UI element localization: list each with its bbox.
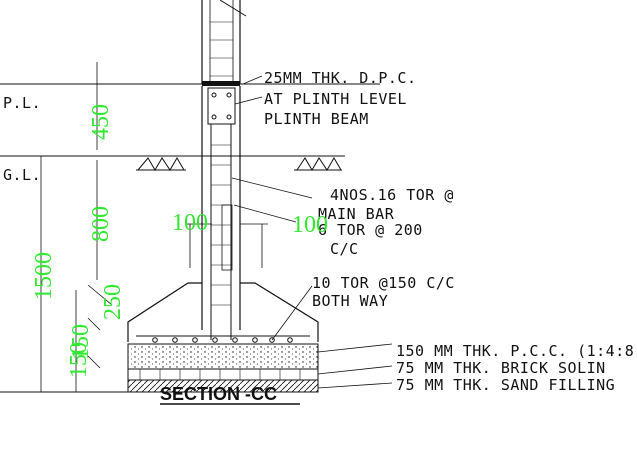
sand-filling-layer: [127, 379, 319, 393]
dim-base-layers: 150: [66, 342, 92, 378]
ground-hatch-left: [136, 157, 186, 171]
brick-soling-label: 75 MM THK. BRICK SOLIN: [396, 359, 606, 377]
dim-depth-upper: 800: [88, 206, 114, 242]
dpc-label-2: AT PLINTH LEVEL: [264, 90, 407, 108]
dim-offset-left: 100: [172, 210, 208, 236]
main-bar-label-2: MAIN BAR: [318, 205, 395, 223]
dim-footing-base: 150: [68, 324, 94, 360]
sand-filling-label: 75 MM THK. SAND FILLING: [396, 376, 615, 394]
leader-lines: [231, 75, 393, 389]
dim-footing-slope: 250: [100, 284, 126, 320]
footing-bar-label: 10 TOR @150 C/C: [312, 274, 455, 292]
plinth-level-label: P.L.: [3, 94, 41, 112]
dpc-layer: [202, 81, 240, 86]
dim-offset-right: 100: [292, 212, 328, 238]
footing-bar-label-2: BOTH WAY: [312, 292, 388, 310]
ground-level-label: G.L.: [3, 166, 41, 184]
plinth-beam: [207, 87, 236, 125]
dim-plinth-height: 450: [88, 104, 114, 140]
stirrup-label: 6 TOR @ 200: [318, 221, 423, 239]
dim-total-depth: 1500: [31, 252, 57, 300]
pcc-label: 150 MM THK. P.C.C. (1:4:8: [396, 342, 634, 360]
stirrup-label-2: C/C: [330, 240, 359, 258]
plinth-beam-label: PLINTH BEAM: [264, 110, 369, 128]
footing: [127, 282, 319, 342]
brick-wall: [201, 0, 247, 84]
pcc-layer: [127, 343, 319, 370]
dimension-lines: [40, 62, 268, 392]
ground-hatch-right: [294, 157, 342, 171]
section-title: SECTION -CC: [160, 384, 277, 404]
dpc-label: 25MM THK. D.P.C.: [264, 69, 417, 87]
main-bar-label: 4NOS.16 TOR @: [330, 186, 454, 204]
footing-bar-circles: [152, 337, 293, 343]
column-pedestal: [201, 86, 241, 340]
brick-soling-layer: [127, 368, 319, 381]
